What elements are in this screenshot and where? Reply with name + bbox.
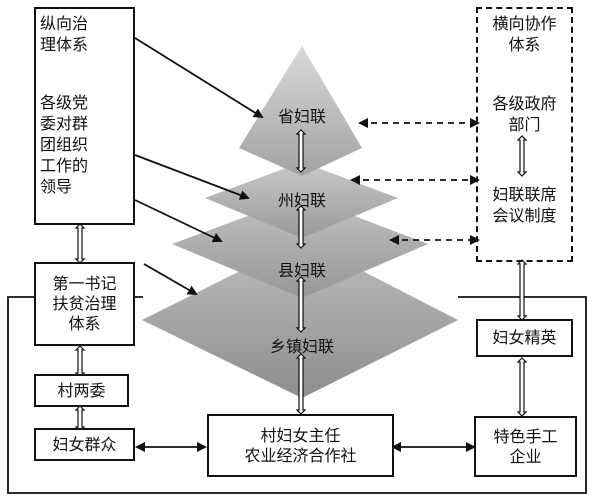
dbl-arrow-province-prefecture bbox=[295, 129, 307, 173]
vertical-system-box bbox=[34, 7, 135, 225]
county-label: 县妇联 bbox=[277, 261, 326, 280]
handicraft-box: 特色手工 企业 bbox=[474, 416, 577, 477]
dbl-arrow-county-township bbox=[295, 276, 307, 333]
arrow-to-township bbox=[143, 263, 198, 295]
vertical-system-title: 纵向治 理体系 bbox=[40, 14, 89, 54]
layer-prefecture bbox=[205, 162, 398, 238]
dbl-arrow-township-director bbox=[295, 353, 307, 415]
arrow-to-province bbox=[134, 37, 264, 119]
gov-departments-text: 各级政府 部门 bbox=[492, 94, 557, 134]
horizontal-system-box bbox=[476, 7, 573, 262]
joint-meeting-text: 妇联联席 会议制度 bbox=[492, 185, 557, 225]
dbl-arrow-gov-meeting bbox=[516, 135, 528, 177]
dbl-arrow-meeting-elite bbox=[516, 259, 528, 321]
township-label: 乡镇妇联 bbox=[269, 337, 334, 356]
prefecture-label: 州妇联 bbox=[277, 191, 326, 210]
horizontal-system-title: 横向协作 体系 bbox=[492, 14, 557, 54]
dbl-arrow-firstsec-committees bbox=[74, 345, 86, 378]
first-secretary-box: 第一书记 扶贫治理 体系 bbox=[34, 262, 135, 346]
dbl-arrow-vertical-firstsec bbox=[74, 223, 86, 264]
village-committees-box: 村两委 bbox=[34, 374, 129, 407]
women-elite-box: 妇女精英 bbox=[476, 319, 573, 357]
party-leadership-text: 各级党 委对群 团组织 工作的 领导 bbox=[40, 93, 89, 196]
province-label: 省妇联 bbox=[277, 107, 326, 126]
dbl-arrow-prefecture-county bbox=[295, 205, 307, 249]
arrow-to-county bbox=[134, 199, 223, 243]
layer-province bbox=[239, 46, 362, 176]
dbl-arrow-committees-masses bbox=[74, 405, 86, 432]
double-arrows bbox=[74, 129, 528, 432]
outer-loop-line bbox=[7, 296, 587, 494]
village-director-box: 村妇女主任 农业经济合作社 bbox=[207, 414, 394, 477]
dbl-arrow-elite-handicraft bbox=[516, 357, 528, 417]
arrow-to-prefecture bbox=[134, 154, 250, 200]
women-masses-box: 妇女群众 bbox=[34, 428, 135, 461]
